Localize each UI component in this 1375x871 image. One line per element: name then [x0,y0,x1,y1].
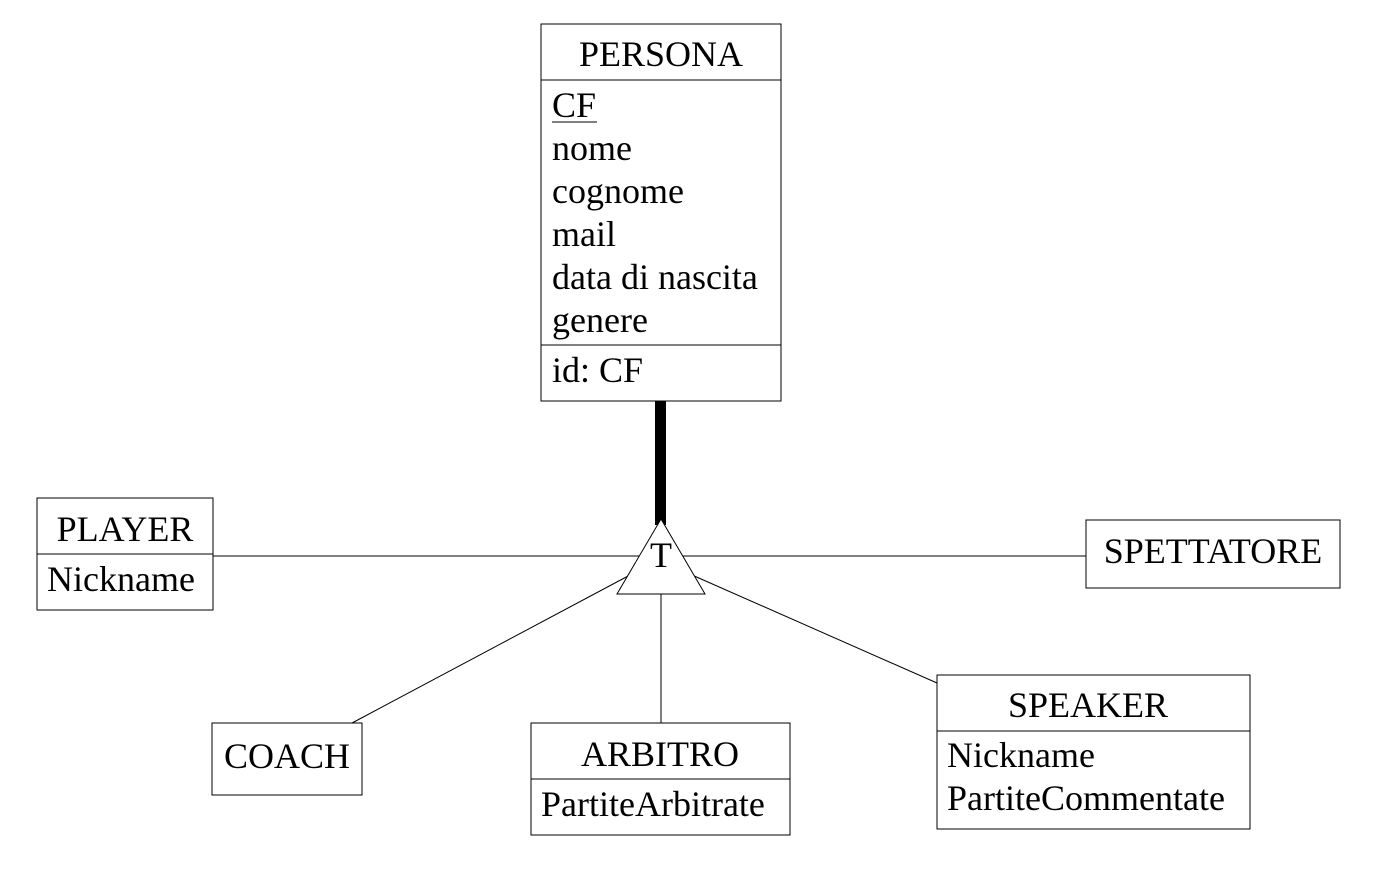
attribute-nickname: Nickname [947,735,1095,775]
coach-link [351,574,631,724]
entity-name: COACH [224,736,350,776]
entity-name: SPEAKER [1008,685,1168,725]
entity-player: PLAYER Nickname [36,497,214,611]
entity-name: SPETTATORE [1104,531,1322,571]
persona-generalization-link [655,401,666,525]
attribute-nome: nome [552,128,632,168]
entity-spettatore: SPETTATORE [1085,519,1341,589]
attribute-cf: CF [552,85,596,125]
entity-name: ARBITRO [581,734,739,774]
attribute-partitearbitrate: PartiteArbitrate [541,784,765,824]
speaker-link [691,574,938,684]
entity-arbitro: ARBITRO PartiteArbitrate [530,722,791,836]
entity-name: PERSONA [579,34,743,74]
attribute-mail: mail [552,214,616,254]
entity-persona: PERSONA CF nome cognome mail data di nas… [540,23,782,402]
attribute-cognome: cognome [552,171,684,211]
attribute-nickname: Nickname [47,559,195,599]
connectors [213,401,1086,724]
entity-name: PLAYER [57,509,194,549]
entity-coach: COACH [211,722,363,796]
attribute-data-di-nascita: data di nascita [552,257,758,297]
entity-speaker: SPEAKER Nickname PartiteCommentate [936,674,1251,830]
generalization-triangle: T [616,518,706,595]
identifier: id: CF [552,350,643,390]
attribute-genere: genere [552,300,648,340]
generalization-label: T [650,535,672,575]
attribute-partitecommentate: PartiteCommentate [947,778,1225,818]
